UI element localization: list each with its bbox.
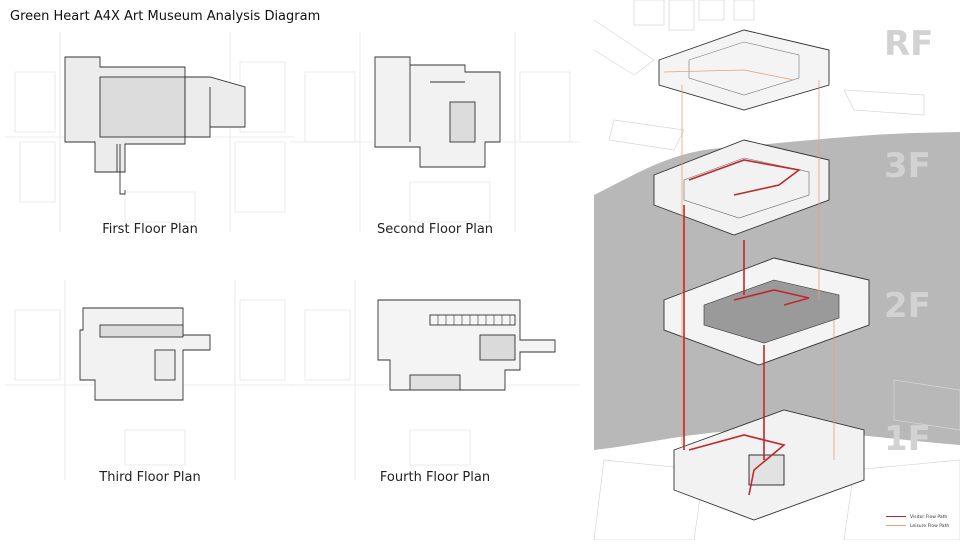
legend-visitor: Visitor Flow Path: [886, 513, 949, 522]
axonometric-diagram: RF 3F 2F 1F: [593, 0, 960, 541]
first-floor-plan: First Floor Plan: [5, 32, 295, 272]
legend-leisure: Leisure Flow Path: [886, 522, 949, 531]
floor-label-1f: 1F: [884, 419, 931, 459]
first-floor-plan-drawing: [5, 32, 295, 232]
third-floor-plan-drawing: [5, 280, 295, 480]
second-floor-plan: Second Floor Plan: [290, 32, 580, 272]
flow-legend: Visitor Flow Path Leisure Flow Path: [886, 513, 949, 531]
legend-visitor-label: Visitor Flow Path: [910, 515, 948, 520]
page-title: Green Heart A4X Art Museum Analysis Diag…: [10, 9, 321, 24]
floor-label-rf: RF: [884, 24, 933, 64]
legend-leisure-label: Leisure Flow Path: [910, 524, 950, 529]
leisure-flow-paths: [663, 69, 835, 460]
fourth-floor-plan-caption: Fourth Floor Plan: [379, 470, 491, 485]
second-floor-plan-caption: Second Floor Plan: [376, 222, 494, 237]
fourth-floor-plan: Fourth Floor Plan: [290, 280, 580, 520]
first-floor-plan-caption: First Floor Plan: [102, 222, 198, 237]
visitor-flow-paths: [683, 159, 810, 496]
axonometric-drawing: RF 3F 2F 1F: [593, 0, 960, 541]
third-floor-plan: Third Floor Plan: [5, 280, 295, 520]
third-floor-plan-caption: Third Floor Plan: [99, 470, 201, 485]
floor-label-2f: 2F: [884, 286, 931, 326]
third-floor-slab: [653, 139, 830, 236]
second-floor-slab: [663, 257, 870, 366]
fourth-floor-plan-drawing: [290, 280, 580, 480]
legend-visitor-swatch: [886, 516, 906, 517]
floor-label-3f: 3F: [884, 146, 931, 186]
legend-leisure-swatch: [886, 525, 906, 526]
second-floor-plan-drawing: [290, 32, 580, 232]
